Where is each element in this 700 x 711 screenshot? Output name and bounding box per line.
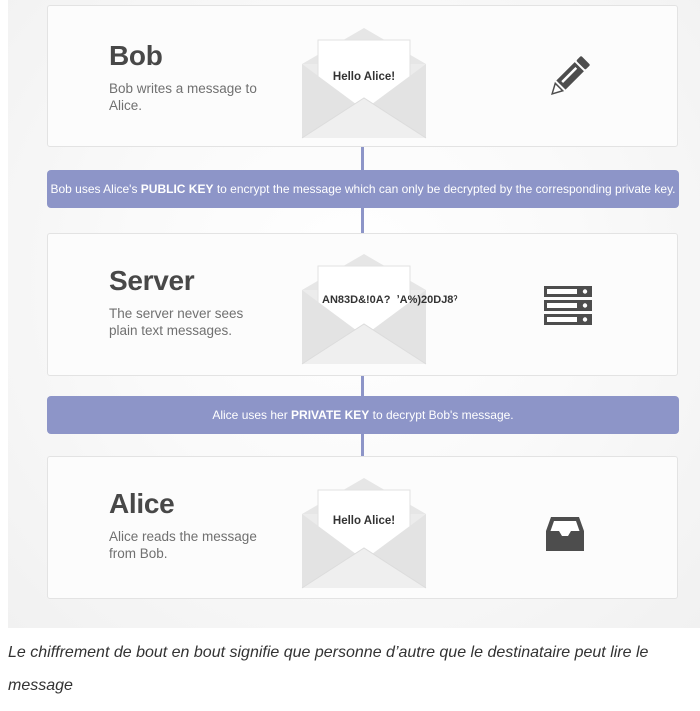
envelope-message: AN83D&!0A? ʼA%)20DJ8ˀ — [322, 294, 458, 306]
step-description: Alice reads the message from Bob. — [109, 529, 257, 561]
banner-text-after: to encrypt the message which can only be… — [213, 182, 676, 196]
banner-keyword: PUBLIC KEY — [140, 182, 214, 196]
envelope-message: Hello Alice! — [332, 71, 396, 83]
figure-caption: Le chiffrement de bout en bout signifie … — [8, 644, 649, 694]
envelope-plaintext: Hello Alice! — [301, 24, 427, 140]
connector-line-1 — [361, 128, 364, 176]
step-card-alice: Alice Alice reads the message from Bob. … — [47, 456, 678, 599]
banner-text-after: to decrypt Bob's message. — [369, 408, 514, 422]
step-title: Bob — [109, 40, 163, 71]
step-title: Alice — [109, 488, 175, 519]
step-description: The server never sees plain text message… — [109, 306, 244, 338]
envelope-plaintext: Hello Alice! — [301, 474, 427, 590]
pencil-icon — [544, 54, 592, 102]
encryption-diagram: Bob Bob writes a message to Alice. Hello… — [8, 0, 700, 628]
decrypt-banner: Alice uses her PRIVATE KEY to decrypt Bo… — [47, 396, 679, 434]
connector-line-3 — [361, 354, 364, 398]
connector-line-2 — [361, 206, 364, 254]
banner-text-before: Alice uses her — [212, 408, 292, 422]
step-card-server: Server The server never sees plain text … — [47, 233, 678, 376]
step-description: Bob writes a message to Alice. — [109, 81, 257, 113]
banner-keyword: PRIVATE KEY — [291, 408, 370, 422]
encrypt-banner: Bob uses Alice's PUBLIC KEY to encrypt t… — [47, 170, 679, 208]
banner-text-before: Bob uses Alice's — [50, 182, 141, 196]
envelope-ciphertext: AN83D&!0A? ʼA%)20DJ8ˀ — [301, 250, 458, 366]
step-card-bob: Bob Bob writes a message to Alice. Hello… — [47, 5, 678, 147]
step-title: Server — [109, 265, 195, 296]
envelope-message: Hello Alice! — [332, 515, 396, 527]
inbox-icon — [544, 513, 592, 561]
connector-line-4 — [361, 432, 364, 476]
server-icon — [544, 282, 592, 330]
